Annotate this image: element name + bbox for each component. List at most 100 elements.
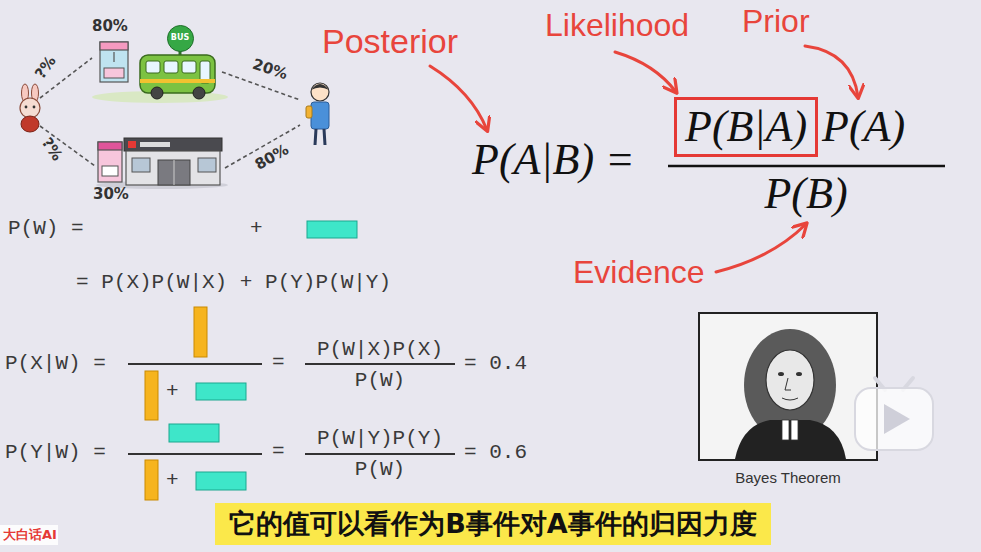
portrait-picture (699, 313, 877, 460)
subway-station (98, 142, 122, 182)
rabbit-figure (33, 106, 36, 109)
bus-station (113, 52, 114, 62)
probability-label: 20% (251, 57, 290, 82)
formula-text: = P(X)P(W|X) + P(Y)P(W|Y) (76, 272, 391, 293)
bus-station (100, 42, 128, 82)
teal-block (307, 221, 357, 238)
watermark-ground (0, 525, 58, 545)
callout-label: Evidence (573, 256, 705, 288)
portrait-picture (791, 420, 798, 440)
subway-station (96, 138, 228, 189)
formula-text: + (250, 218, 263, 239)
formula-term: P(B) (764, 172, 847, 216)
formula-text: = 0.4 (464, 353, 527, 374)
callout-label: Posterior (322, 24, 458, 58)
subway-station (98, 142, 122, 150)
subway-station (124, 138, 222, 151)
fraction-x (128, 363, 262, 365)
formula-term: P(A) (822, 105, 905, 149)
formula-text: + (166, 381, 179, 402)
bus-station (193, 87, 205, 99)
person-figure (311, 84, 329, 90)
callout-label: Prior (742, 5, 810, 37)
fraction-y (305, 453, 455, 455)
fraction-y (128, 453, 262, 455)
portrait-picture (766, 350, 814, 410)
likelihood-box: P(B|A) (674, 97, 818, 157)
portrait-picture (699, 313, 877, 460)
subway-station (128, 141, 136, 148)
fraction-x (194, 307, 207, 357)
rabbit-figure (25, 106, 28, 109)
portrait-picture (785, 378, 791, 390)
bus-station (146, 61, 160, 73)
formula-text: P(W|Y)P(Y) (317, 428, 443, 449)
node-text: 它的值可以看作为B事件对A事件的归因力度 (229, 508, 756, 540)
callout-arrow (615, 52, 676, 92)
probability-label: 30% (93, 187, 129, 202)
node-text: BUS (171, 34, 189, 42)
fraction-y (128, 424, 455, 500)
fraction-x (196, 383, 246, 400)
bus-station (151, 87, 163, 99)
formula-text: P(W) (355, 459, 405, 480)
subway-station (158, 160, 190, 185)
node-text: Bayes Theorem (697, 469, 879, 487)
bus-sign: BUS (167, 25, 194, 52)
portrait-frame: Bayes Theorem (697, 311, 879, 487)
fraction-bar (668, 165, 945, 168)
subway-station (126, 151, 220, 185)
bus-station (164, 61, 178, 73)
fraction-y (169, 424, 219, 442)
person-figure (311, 83, 329, 101)
formula-text: = (272, 352, 285, 373)
probability-label: ?% (39, 135, 65, 163)
formula-text: P(Y|W) = (5, 442, 106, 463)
formula-text: P(W) (355, 370, 405, 391)
bus-station (140, 55, 215, 93)
subway-station (174, 160, 175, 185)
rabbit-figure (20, 84, 40, 132)
rabbit-figure (21, 116, 39, 132)
person-figure (311, 102, 329, 129)
fraction-y (196, 472, 246, 490)
portrait-picture (782, 420, 789, 440)
formula-text: P(W) = (8, 218, 84, 239)
play-icon (855, 388, 933, 450)
play-icon (855, 378, 933, 450)
play-icon (884, 404, 910, 434)
portrait-picture (778, 372, 784, 376)
callout-arrow (430, 66, 487, 130)
fraction-x (305, 363, 455, 365)
callout-arrow (430, 46, 858, 272)
subway-station (102, 166, 118, 176)
bus-station (100, 42, 128, 50)
bus-station (92, 42, 228, 103)
watermark: 大白话AI (3, 528, 57, 541)
probability-label: 80% (253, 142, 292, 173)
rabbit-figure (20, 98, 40, 118)
probability-label: 80% (92, 19, 128, 34)
formula-text: = (272, 441, 285, 462)
formula-text: = 0.6 (464, 442, 527, 463)
person-figure (306, 83, 329, 145)
callout-label: Likelihood (545, 9, 689, 41)
formula-text: P(X|W) = (5, 353, 106, 374)
bus-station (104, 68, 124, 78)
route-line (222, 72, 300, 100)
formula-text: P(W|X)P(X) (317, 339, 443, 360)
bus-station (182, 61, 196, 73)
callout-arrow (805, 46, 858, 97)
bus-station (140, 79, 215, 83)
fraction-x (128, 307, 455, 420)
probability-label: ?% (33, 53, 59, 81)
formula-term: P(A|B) = (472, 138, 635, 182)
node-text: P(B|A) (685, 105, 807, 149)
fraction-x (145, 371, 158, 420)
formula-text: + (166, 470, 179, 491)
subway-station (140, 142, 170, 147)
subway-station (132, 158, 150, 172)
person-figure (306, 106, 312, 118)
portrait-picture (796, 372, 802, 376)
